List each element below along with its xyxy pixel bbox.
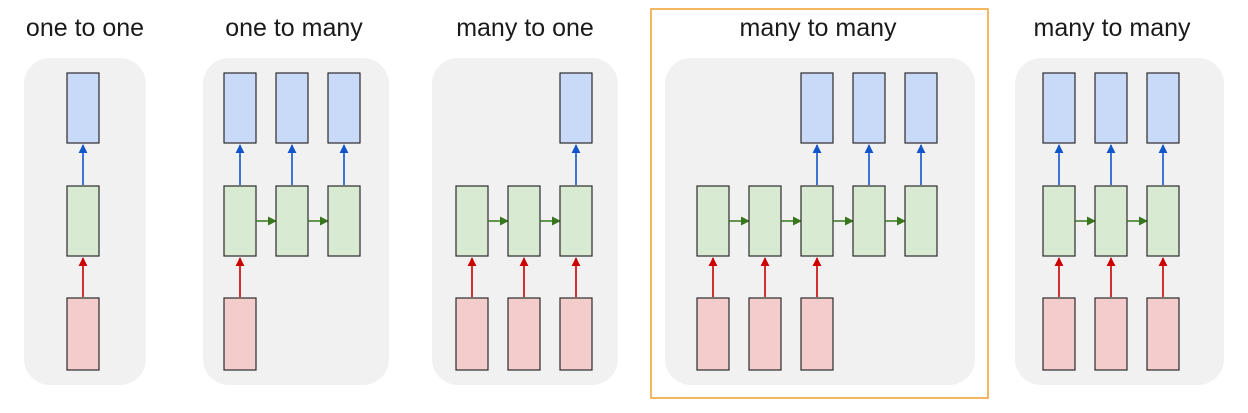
input-box-one-to-many-0 <box>223 297 257 371</box>
hidden-box-many-to-many-2-0 <box>1042 185 1076 257</box>
input-box-many-to-many-2-1 <box>1094 297 1128 371</box>
input-box-many-to-many-1-1 <box>748 297 782 371</box>
title-one-to-many: one to many <box>225 14 363 42</box>
output-box-one-to-many-1 <box>275 72 309 144</box>
output-box-one-to-many-0 <box>223 72 257 144</box>
output-box-one-to-one-0 <box>66 72 100 144</box>
hidden-box-many-to-many-1-3 <box>852 185 886 257</box>
hidden-box-many-to-many-1-4 <box>904 185 938 257</box>
title-one-to-one: one to one <box>25 14 145 42</box>
hidden-box-many-to-many-2-1 <box>1094 185 1128 257</box>
output-box-many-to-many-2-1 <box>1094 72 1128 144</box>
hidden-box-many-to-one-0 <box>455 185 489 257</box>
hidden-box-one-to-many-0 <box>223 185 257 257</box>
input-box-one-to-one-0 <box>66 297 100 371</box>
hidden-box-many-to-many-1-2 <box>800 185 834 257</box>
highlight-frame-many-to-many-1 <box>650 8 989 399</box>
title-many-to-one: many to one <box>456 14 594 42</box>
output-box-many-to-one-2 <box>559 72 593 144</box>
input-box-many-to-one-1 <box>507 297 541 371</box>
input-box-many-to-many-1-2 <box>800 297 834 371</box>
output-box-many-to-many-2-2 <box>1146 72 1180 144</box>
output-box-many-to-many-2-0 <box>1042 72 1076 144</box>
hidden-box-many-to-many-1-0 <box>696 185 730 257</box>
hidden-box-one-to-many-2 <box>327 185 361 257</box>
output-box-one-to-many-2 <box>327 72 361 144</box>
hidden-box-many-to-one-1 <box>507 185 541 257</box>
hidden-box-many-to-one-2 <box>559 185 593 257</box>
hidden-box-one-to-one-0 <box>66 185 100 257</box>
input-box-many-to-one-2 <box>559 297 593 371</box>
output-box-many-to-many-1-3 <box>852 72 886 144</box>
input-box-many-to-many-1-0 <box>696 297 730 371</box>
hidden-box-one-to-many-1 <box>275 185 309 257</box>
title-many-to-many-1: many to many <box>739 14 897 42</box>
output-box-many-to-many-1-4 <box>904 72 938 144</box>
hidden-box-many-to-many-2-2 <box>1146 185 1180 257</box>
output-box-many-to-many-1-2 <box>800 72 834 144</box>
hidden-box-many-to-many-1-1 <box>748 185 782 257</box>
input-box-many-to-one-0 <box>455 297 489 371</box>
input-box-many-to-many-2-0 <box>1042 297 1076 371</box>
input-box-many-to-many-2-2 <box>1146 297 1180 371</box>
title-many-to-many-2: many to many <box>1033 14 1191 42</box>
